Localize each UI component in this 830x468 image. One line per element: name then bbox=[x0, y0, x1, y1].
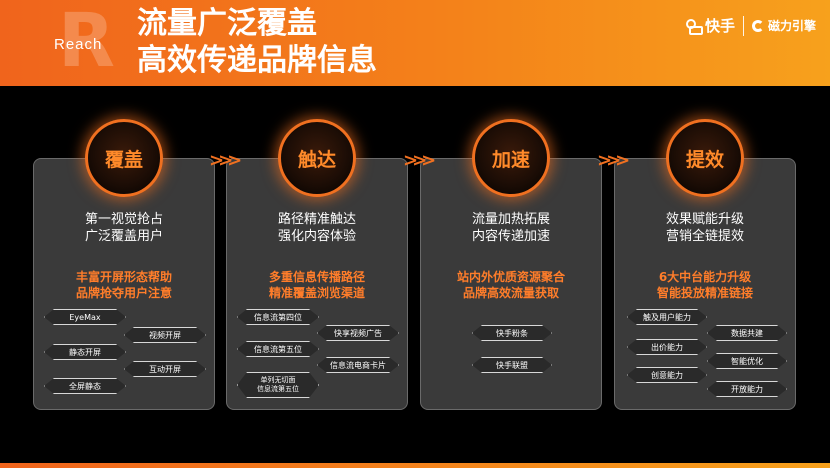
kuaishou-icon bbox=[685, 18, 703, 35]
desc-line: 内容传递加速 bbox=[471, 229, 550, 244]
card-highlight: 6大中台能力升级 智能投放精准链接 bbox=[615, 269, 795, 301]
badge-label: 覆盖 bbox=[104, 148, 143, 171]
cili-logo: 磁力引擎 bbox=[751, 17, 816, 34]
tag: 全屏静态 bbox=[44, 378, 126, 394]
badge-label: 加速 bbox=[491, 148, 530, 171]
highlight-line: 丰富开屏形态帮助 bbox=[75, 270, 172, 284]
cili-logo-text: 磁力引擎 bbox=[767, 19, 816, 33]
tag: 创意能力 bbox=[627, 367, 707, 383]
highlight-line: 智能投放精准链接 bbox=[656, 286, 753, 300]
badge-accelerate: 加速 bbox=[472, 119, 550, 197]
watermark-letter: R bbox=[58, 0, 115, 84]
page-title-line1: 流量广泛覆盖 bbox=[137, 6, 317, 41]
bottom-accent-bar bbox=[0, 463, 830, 468]
card-highlight: 站内外优质资源聚合 品牌高效流量获取 bbox=[421, 269, 601, 301]
badge-efficiency: 提效 bbox=[666, 119, 744, 197]
desc-line: 效果赋能升级 bbox=[665, 212, 744, 227]
tag: 快手联盟 bbox=[472, 357, 552, 373]
cili-icon bbox=[751, 19, 764, 32]
page-title-line2: 高效传递品牌信息 bbox=[137, 43, 377, 78]
card-efficiency: 效果赋能升级 营销全链提效 6大中台能力升级 智能投放精准链接 触及用户能力 数… bbox=[614, 158, 796, 410]
desc-line: 广泛覆盖用户 bbox=[84, 229, 163, 244]
kuaishou-logo-text: 快手 bbox=[704, 17, 735, 35]
highlight-line: 多重信息传播路径 bbox=[268, 270, 365, 284]
tag: 快享视频广告 bbox=[317, 325, 399, 341]
card-accelerate: 流量加热拓展 内容传递加速 站内外优质资源聚合 品牌高效流量获取 快手粉条 快手… bbox=[420, 158, 602, 410]
card-reach: 路径精准触达 强化内容体验 多重信息传播路径 精准覆盖浏览渠道 信息流第四位 快… bbox=[226, 158, 408, 410]
badge-reach: 触达 bbox=[278, 119, 356, 197]
card-desc: 流量加热拓展 内容传递加速 bbox=[421, 211, 601, 245]
tag: 单列无切面 信息流第五位 bbox=[237, 372, 319, 398]
chevron-right-icon: >>> bbox=[209, 150, 242, 171]
kuaishou-logo: 快手 bbox=[685, 15, 735, 36]
tag: 触及用户能力 bbox=[627, 309, 707, 325]
chevron-right-icon: >>> bbox=[597, 150, 630, 171]
chevron-right-icon: >>> bbox=[403, 150, 436, 171]
tag: 开放能力 bbox=[707, 381, 787, 397]
tag: 快手粉条 bbox=[472, 325, 552, 341]
highlight-line: 站内外优质资源聚合 bbox=[456, 270, 565, 284]
reach-label: Reach bbox=[54, 36, 103, 53]
logo-divider bbox=[742, 15, 744, 36]
highlight-line: 精准覆盖浏览渠道 bbox=[268, 286, 365, 300]
card-highlight: 丰富开屏形态帮助 品牌抢夺用户注意 bbox=[34, 269, 214, 301]
highlight-line: 品牌高效流量获取 bbox=[462, 286, 559, 300]
card-highlight: 多重信息传播路径 精准覆盖浏览渠道 bbox=[227, 269, 407, 301]
tag: EyeMax bbox=[44, 309, 126, 325]
badge-label: 提效 bbox=[685, 148, 724, 171]
highlight-line: 6大中台能力升级 bbox=[658, 270, 752, 284]
desc-line: 强化内容体验 bbox=[277, 229, 356, 244]
tag: 互动开屏 bbox=[124, 361, 206, 377]
card-desc: 第一视觉抢占 广泛覆盖用户 bbox=[34, 211, 214, 245]
tag: 信息流第五位 bbox=[237, 341, 319, 357]
card-coverage: 第一视觉抢占 广泛覆盖用户 丰富开屏形态帮助 品牌抢夺用户注意 EyeMax 视… bbox=[33, 158, 215, 410]
badge-coverage: 覆盖 bbox=[85, 119, 163, 197]
desc-line: 第一视觉抢占 bbox=[84, 212, 163, 227]
desc-line: 流量加热拓展 bbox=[471, 212, 550, 227]
tag: 数据共建 bbox=[707, 325, 787, 341]
tag: 智能优化 bbox=[707, 353, 787, 369]
badge-label: 触达 bbox=[297, 148, 336, 171]
card-desc: 路径精准触达 强化内容体验 bbox=[227, 211, 407, 245]
desc-line: 路径精准触达 bbox=[277, 212, 356, 227]
tag: 出价能力 bbox=[627, 339, 707, 355]
highlight-line: 品牌抢夺用户注意 bbox=[75, 286, 172, 300]
tag: 视频开屏 bbox=[124, 327, 206, 343]
tag: 信息流电商卡片 bbox=[317, 357, 399, 373]
tag: 静态开屏 bbox=[44, 344, 126, 360]
brand-logos: 快手 磁力引擎 bbox=[685, 15, 816, 36]
header-banner: R Reach 流量广泛覆盖 高效传递品牌信息 快手 磁力引擎 bbox=[0, 0, 830, 86]
tag: 信息流第四位 bbox=[237, 309, 319, 325]
desc-line: 营销全链提效 bbox=[665, 229, 744, 244]
card-desc: 效果赋能升级 营销全链提效 bbox=[615, 211, 795, 245]
